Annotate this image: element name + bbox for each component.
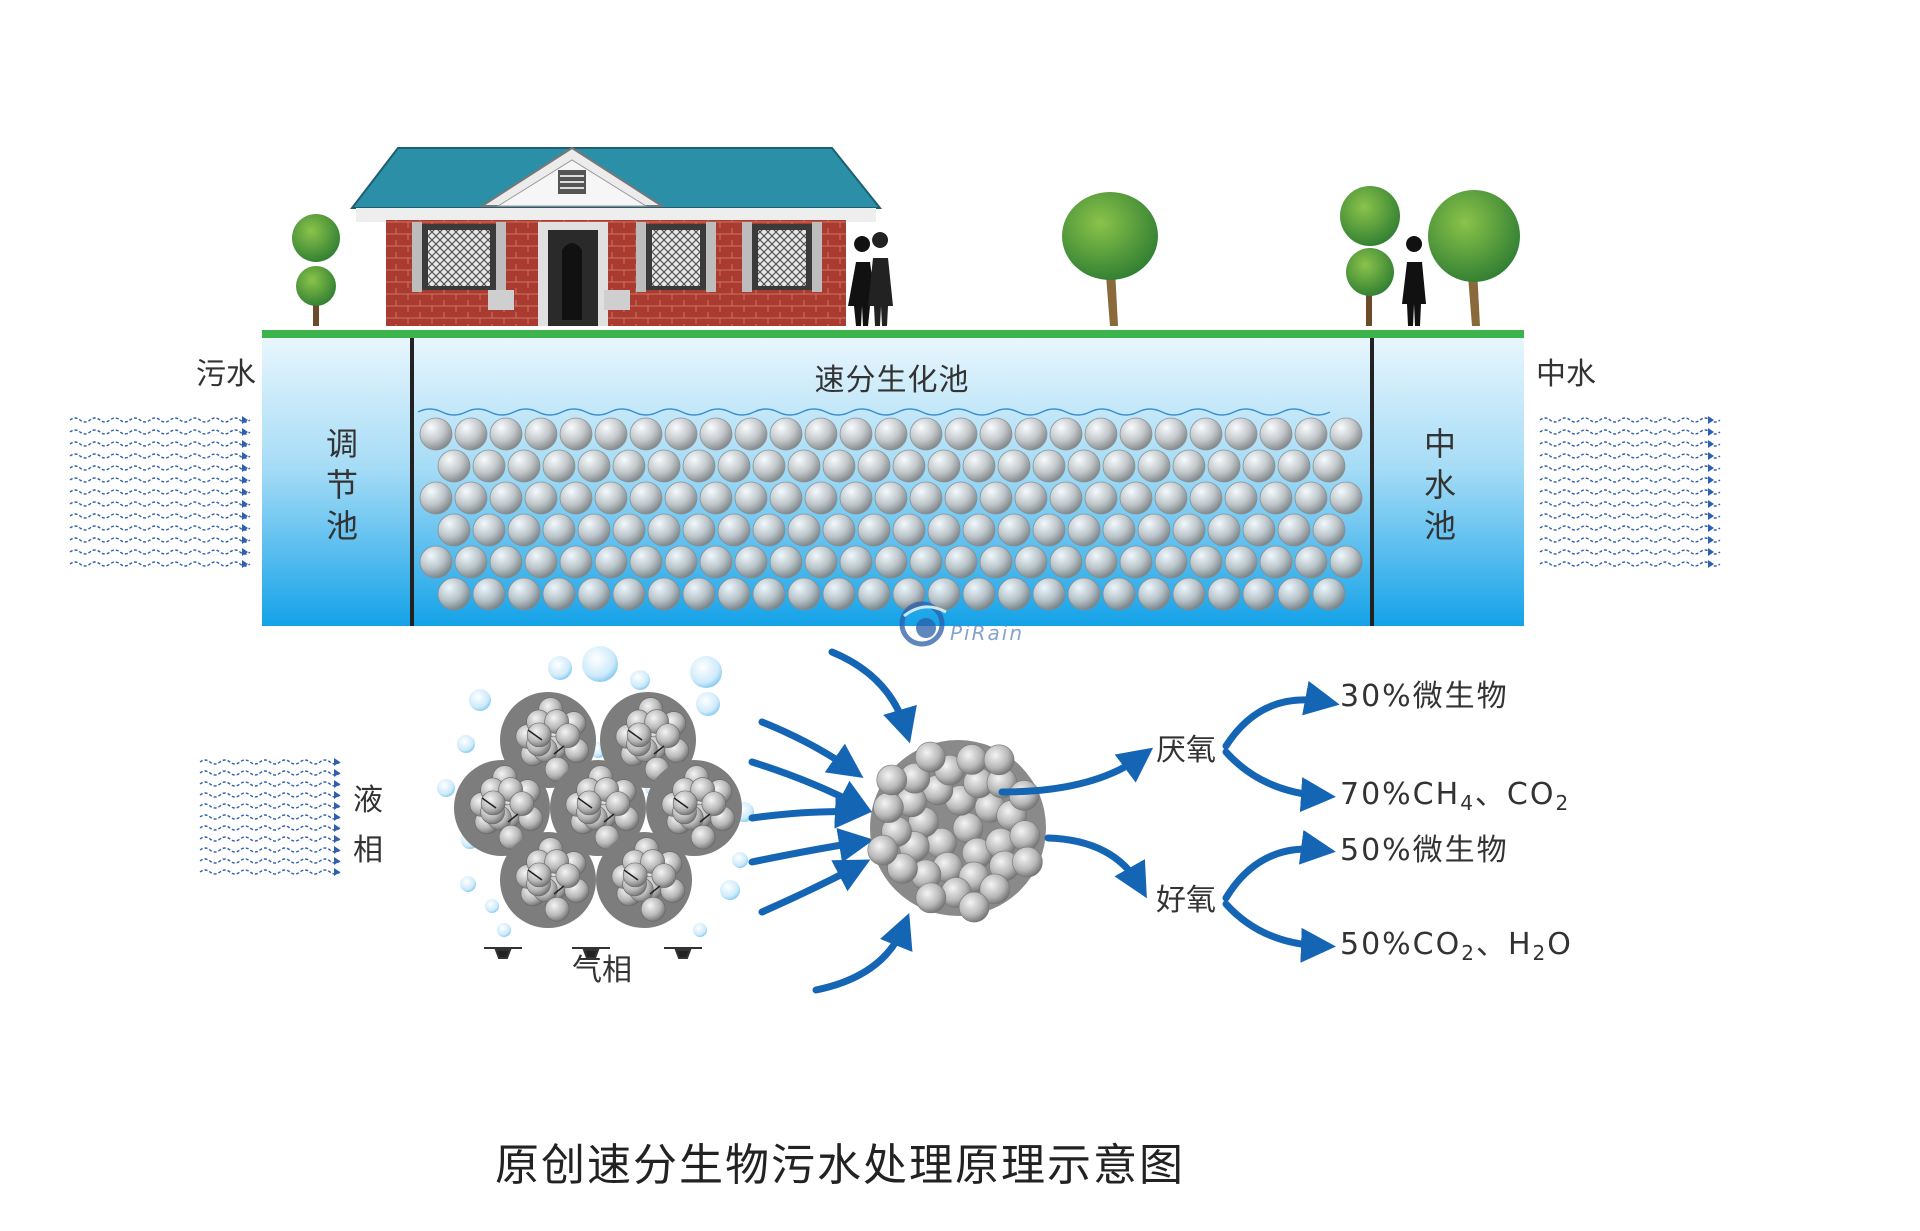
- tank-wall-left: [410, 338, 414, 626]
- tank-label-equalization-1: 调: [326, 425, 358, 463]
- ground-line: [262, 330, 1524, 338]
- watermark-text: PiRain: [950, 621, 1024, 645]
- gas-phase-label: 气相: [572, 953, 632, 988]
- liquid-phase-label-2: 相: [353, 833, 383, 868]
- tank-system: [262, 338, 1524, 626]
- diagram-caption: 原创速分生物污水处理原理示意图: [495, 1140, 1185, 1191]
- tank-label-equalization-2: 节: [326, 466, 358, 504]
- inflow-arrows: [748, 648, 917, 994]
- reactor-water-surface: [417, 408, 1331, 416]
- pathway-arrows: [998, 680, 1340, 963]
- reactor-label: 速分生化池: [815, 363, 970, 398]
- tank-label-reclaimed-3: 池: [1424, 507, 1456, 545]
- reclaimed-water-tank: [1372, 338, 1524, 626]
- outflow-label: 中水: [1536, 357, 1596, 392]
- output-anaerobic-biomass: 30%微生物: [1340, 679, 1509, 714]
- aeration-nozzles: [484, 947, 702, 959]
- media-cluster: [454, 692, 742, 928]
- watermark-logo: PiRain: [899, 601, 1024, 647]
- people-silhouettes: [848, 232, 1426, 326]
- anaerobic-label: 厌氧: [1156, 733, 1216, 768]
- trees: [292, 186, 1520, 326]
- house: [349, 146, 883, 326]
- inflow-waves: [69, 416, 251, 568]
- liquid-phase-label-1: 液: [353, 783, 383, 818]
- output-aerobic-biomass: 50%微生物: [1340, 833, 1509, 868]
- aerobic-label: 好氧: [1156, 883, 1216, 918]
- output-anaerobic-gas: 70%CH4、CO2: [1340, 777, 1570, 815]
- output-aerobic-gas: 50%CO2、H2O: [1340, 927, 1573, 965]
- filter-media-balls: [419, 417, 1363, 611]
- tank-wall-right: [1370, 338, 1374, 626]
- liquid-phase-waves: [199, 758, 341, 876]
- tank-label-reclaimed-1: 中: [1424, 425, 1456, 463]
- equalization-tank: [262, 338, 412, 626]
- central-media-ball: [867, 740, 1046, 923]
- outflow-waves: [1539, 416, 1721, 568]
- tank-label-reclaimed-2: 水: [1424, 466, 1456, 504]
- inflow-label: 污水: [196, 357, 256, 392]
- tank-label-equalization-3: 池: [326, 507, 358, 545]
